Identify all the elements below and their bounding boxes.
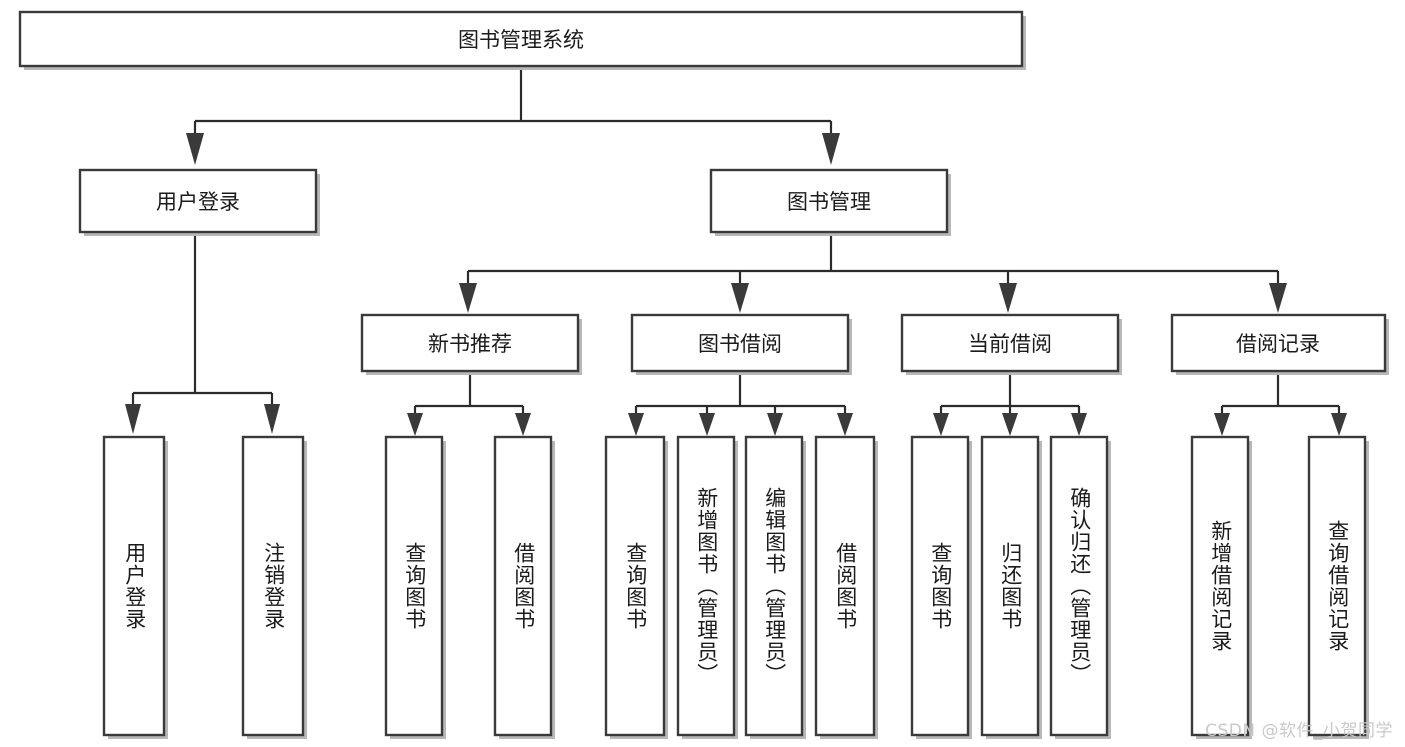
node-bookmgmt-label: 图书管理 bbox=[787, 190, 871, 214]
arrow-head-leaf12 bbox=[1214, 413, 1230, 436]
node-leaf12-box[interactable] bbox=[1190, 435, 1250, 737]
node-login[interactable]: 用户登录 bbox=[78, 168, 320, 236]
node-leaf5-box[interactable] bbox=[604, 435, 666, 737]
arrow-head-leaf1 bbox=[125, 404, 141, 434]
node-bookmgmt-box[interactable] bbox=[709, 168, 949, 234]
arrow-head-leaf13 bbox=[1331, 413, 1347, 436]
arrow-head-current bbox=[999, 283, 1017, 313]
node-leaf6-box[interactable] bbox=[676, 435, 736, 737]
arrow-head-leaf10 bbox=[1002, 413, 1018, 436]
node-root[interactable]: 图书管理系统 bbox=[18, 10, 1026, 70]
node-leaf1-box[interactable] bbox=[102, 435, 166, 737]
connector-group-records-to-leaves bbox=[1214, 375, 1347, 436]
connector-group-newbook-to-leaves bbox=[407, 375, 531, 436]
node-leaf9-box[interactable] bbox=[910, 435, 970, 737]
arrow-head-newbook bbox=[459, 283, 477, 313]
node-leaf13-box[interactable] bbox=[1307, 435, 1367, 737]
connector-group-borrow-to-leaves bbox=[628, 375, 853, 436]
node-leaf3[interactable] bbox=[384, 435, 446, 739]
arrow-head-leaf2 bbox=[264, 404, 280, 434]
node-newbook-box[interactable] bbox=[360, 313, 580, 373]
node-root-box[interactable] bbox=[18, 10, 1024, 68]
node-newbook-label: 新书推荐 bbox=[428, 332, 512, 356]
node-leaf8-box[interactable] bbox=[814, 435, 876, 737]
node-leaf1[interactable] bbox=[102, 435, 168, 739]
node-leaf11-box[interactable] bbox=[1049, 435, 1109, 737]
node-leaf9[interactable] bbox=[910, 435, 972, 739]
arrow-head-leaf9 bbox=[933, 413, 949, 436]
node-leaf3-box[interactable] bbox=[384, 435, 444, 737]
watermark-text: CSDN @软件_小贺同学 bbox=[1205, 721, 1393, 741]
arrow-head-leaf3 bbox=[407, 413, 423, 436]
arrow-head-leaf11 bbox=[1071, 413, 1087, 436]
arrow-head-leaf7 bbox=[767, 413, 783, 436]
node-leaf13[interactable] bbox=[1307, 435, 1369, 739]
node-leaf10-box[interactable] bbox=[980, 435, 1040, 737]
node-records-box[interactable] bbox=[1170, 313, 1387, 373]
connector-group-login-to-leaves bbox=[125, 232, 280, 434]
node-leaf2-box[interactable] bbox=[241, 435, 305, 737]
node-leaf8[interactable] bbox=[814, 435, 878, 739]
arrow-head-leaf8 bbox=[837, 413, 853, 436]
connector-group-bookmgmt-to-level2 bbox=[459, 232, 1287, 313]
node-newbook[interactable]: 新书推荐 bbox=[360, 313, 582, 375]
node-leaf4-box[interactable] bbox=[493, 435, 553, 737]
arrow-head-leaf5 bbox=[628, 413, 644, 436]
node-leaf6[interactable] bbox=[676, 435, 738, 739]
node-bookmgmt[interactable]: 图书管理 bbox=[709, 168, 951, 236]
node-records[interactable]: 借阅记录 bbox=[1170, 313, 1389, 375]
node-current[interactable]: 当前借阅 bbox=[900, 313, 1122, 375]
connector-group-root-to-level1 bbox=[186, 68, 840, 165]
arrow-head-leaf4 bbox=[515, 413, 531, 436]
connector-group-current-to-leaves bbox=[933, 375, 1087, 436]
node-leaf11[interactable] bbox=[1049, 435, 1111, 739]
node-login-label: 用户登录 bbox=[156, 190, 240, 214]
arrow-head-leaf6 bbox=[699, 413, 715, 436]
arrow-head-borrow bbox=[731, 283, 749, 313]
node-leaf7-box[interactable] bbox=[744, 435, 804, 737]
node-leaf5[interactable] bbox=[604, 435, 668, 739]
node-login-box[interactable] bbox=[78, 168, 318, 234]
node-leaf10[interactable] bbox=[980, 435, 1042, 739]
node-borrow[interactable]: 图书借阅 bbox=[630, 313, 852, 375]
node-borrow-label: 图书借阅 bbox=[698, 332, 782, 356]
arrow-head-login bbox=[186, 133, 204, 165]
node-leaf2[interactable] bbox=[241, 435, 307, 739]
arrow-head-bookmgmt bbox=[822, 133, 840, 165]
node-current-box[interactable] bbox=[900, 313, 1120, 373]
node-leaf12[interactable] bbox=[1190, 435, 1252, 739]
node-leaf4[interactable] bbox=[493, 435, 555, 739]
node-root-label: 图书管理系统 bbox=[458, 28, 584, 52]
node-leaf7[interactable] bbox=[744, 435, 806, 739]
node-current-label: 当前借阅 bbox=[968, 332, 1052, 356]
arrow-head-records bbox=[1269, 283, 1287, 313]
node-records-label: 借阅记录 bbox=[1236, 332, 1320, 356]
node-borrow-box[interactable] bbox=[630, 313, 850, 373]
